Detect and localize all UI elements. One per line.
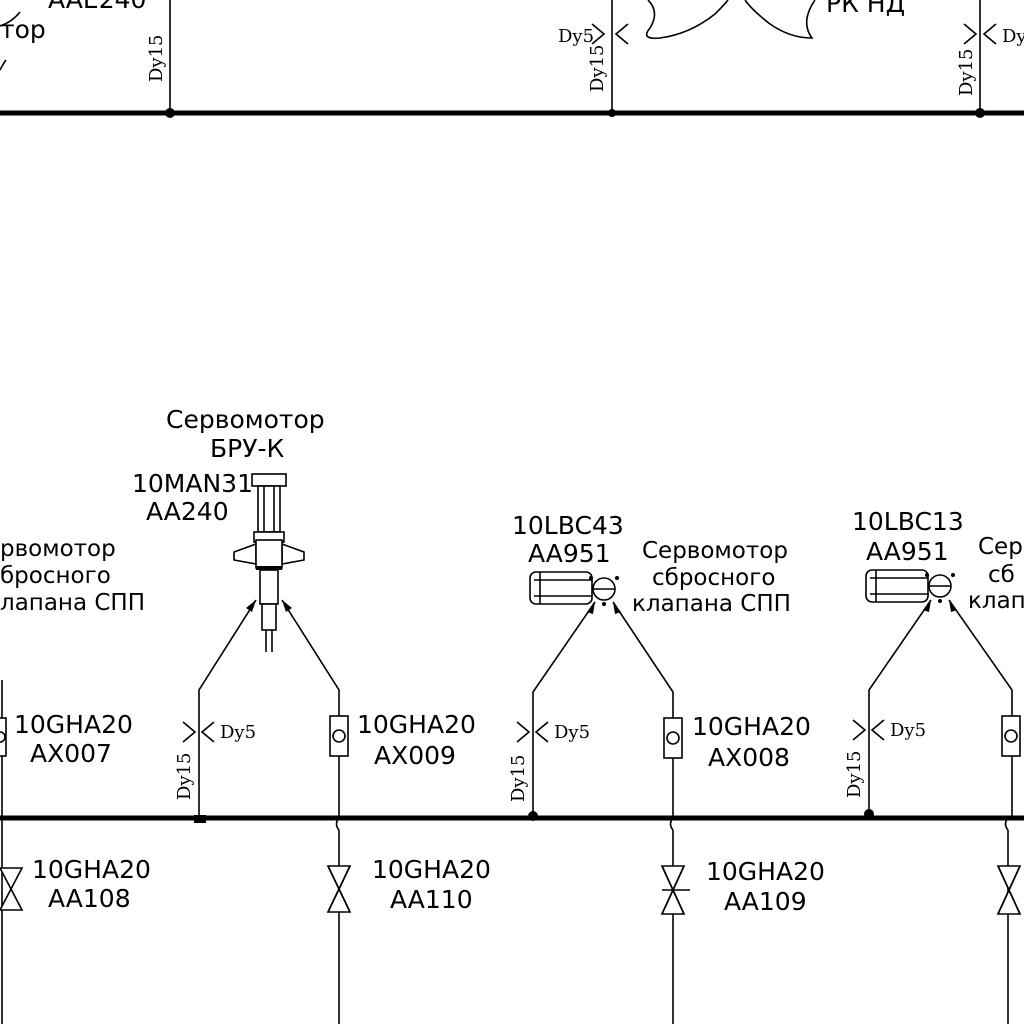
g1-dy5-label: Dy5 — [220, 722, 256, 743]
g3-arrow-right — [949, 600, 957, 612]
top-junction-1 — [165, 108, 175, 118]
g0-servo-line-1: рвомотор — [0, 536, 116, 562]
g2-aa109-id: AA109 — [724, 887, 807, 916]
g0-servo-line-3: лапана СПП — [0, 590, 145, 616]
g3-arrow-left — [923, 600, 931, 612]
g1-ax009-valve-ball — [332, 729, 346, 743]
g1-aa110-id: AA110 — [390, 885, 473, 914]
top-left-curve — [0, 11, 21, 27]
top-dy5-label: Dy5 — [558, 26, 594, 47]
top-junction-3 — [975, 108, 985, 118]
g3-motor-icon — [865, 569, 955, 603]
g1-servo-title-1: Сервомотор — [166, 405, 325, 434]
top-dy-cut-label: Dy — [1002, 26, 1024, 47]
top-junction-2 — [608, 109, 616, 117]
top-cloud-shape — [645, 0, 816, 40]
group-3: 10LBC13 AA951 Сер сб клап Dy5 Dy15 — [844, 507, 1024, 1024]
g1-impulse-right — [281, 599, 340, 818]
g3-tag-id: AA951 — [866, 537, 949, 566]
g1-servomotor-icon — [233, 473, 305, 652]
g0-ax007-id: AX007 — [30, 739, 112, 768]
g2-dy15-label: Dy15 — [508, 754, 529, 802]
g0-ax007-tag: 10GHA20 — [14, 710, 133, 739]
top-dy15-label-3: Dy15 — [956, 48, 977, 96]
g0-aa108-id: AA108 — [48, 884, 131, 913]
g1-ax009-valve — [329, 715, 349, 757]
g2-ax008-id: AX008 — [708, 743, 790, 772]
g2-ax008-valve-ball — [666, 731, 680, 745]
g2-dy5-label: Dy5 — [554, 722, 590, 743]
group-0: рвомотор бросного лапана СПП 10GHA20 AX0… — [0, 536, 151, 1024]
g3-tag: 10LBC13 — [852, 507, 964, 536]
top-section: AAE240 тор Dy15 Dy15 Dy15 Dy5 РК НД Dy — [0, 0, 1024, 118]
g2-arrow-left — [587, 602, 595, 614]
g2-impulse-right — [612, 601, 674, 818]
g1-arrow-right — [282, 600, 292, 612]
g2-reducer-left — [534, 721, 549, 743]
g2-servo-line-1: Сервомотор — [642, 538, 788, 564]
g2-ax008-valve — [663, 717, 683, 759]
g3-reducer-left — [870, 719, 885, 741]
g1-crossover — [335, 817, 340, 831]
g1-aa110-tag: 10GHA20 — [372, 855, 491, 884]
group-1: Сервомотор БРУ-К 10MAN31 AA240 Dy5 — [132, 405, 491, 1024]
g1-dy15-label: Dy15 — [174, 752, 195, 800]
top-dy15-label-1: Dy15 — [146, 34, 167, 82]
g0-servo-line-2: бросного — [0, 563, 111, 589]
g3-valve-cut — [1001, 715, 1021, 757]
top-reducer-left — [614, 23, 629, 45]
g2-tag-id: AA951 — [528, 539, 611, 568]
g2-reducer-right — [516, 721, 531, 743]
top-left-curve-2 — [0, 59, 7, 71]
g1-arrow-left — [246, 600, 256, 612]
top-reducer-left-2 — [982, 23, 997, 45]
g1-servo-title-2: БРУ-К — [210, 434, 284, 463]
g2-motor-icon — [529, 571, 619, 606]
g1-tag: 10MAN31 — [132, 469, 253, 498]
top-dy15-label-2: Dy15 — [587, 44, 608, 92]
g3-junction — [864, 809, 874, 819]
top-reducer-right — [591, 23, 606, 45]
g2-junction — [528, 811, 538, 821]
g2-servo-line-3: клапана СПП — [632, 591, 791, 617]
g1-ax009-id: AX009 — [374, 741, 456, 770]
g3-reducer-right — [852, 719, 867, 741]
g1-impulse-left — [198, 599, 257, 818]
g3-dy5-label: Dy5 — [890, 720, 926, 741]
g2-crossover — [669, 817, 674, 831]
top-rk-nd-label: РК НД — [826, 0, 905, 18]
g2-servo-line-2: сбросного — [652, 565, 775, 591]
g3-dy15-label: Dy15 — [844, 750, 865, 798]
g2-aa109-tag: 10GHA20 — [706, 857, 825, 886]
g1-reducer-left — [200, 721, 215, 743]
g3-servo-line-2: сб — [988, 562, 1015, 588]
g2-impulse-left — [532, 601, 596, 818]
group-2: 10LBC43 AA951 Сервомотор сбросного клапа… — [508, 511, 825, 1024]
g1-ax009-tag: 10GHA20 — [357, 710, 476, 739]
g3-impulse-left — [868, 599, 932, 818]
g1-reducer-right — [182, 721, 197, 743]
g0-aa108-valve — [0, 867, 24, 911]
top-tag-fragment: AAE240 — [48, 0, 146, 14]
g3-servo-line-1: Сер — [978, 534, 1023, 560]
g2-arrow-right — [613, 602, 621, 614]
g3-crossover — [1004, 817, 1009, 831]
g0-ax007-valve-ball — [0, 731, 6, 743]
g2-ax008-tag: 10GHA20 — [692, 712, 811, 741]
g3-impulse-right — [948, 599, 1013, 818]
g2-tag: 10LBC43 — [512, 511, 624, 540]
g1-tag-id: AA240 — [146, 497, 229, 526]
g1-junction — [194, 815, 206, 823]
g3-servo-line-3: клап — [968, 588, 1024, 614]
g0-ax007-valve — [0, 717, 7, 757]
top-servo-fragment: тор — [0, 15, 46, 44]
top-reducer-right-2 — [963, 23, 978, 45]
g0-aa108-tag: 10GHA20 — [32, 855, 151, 884]
